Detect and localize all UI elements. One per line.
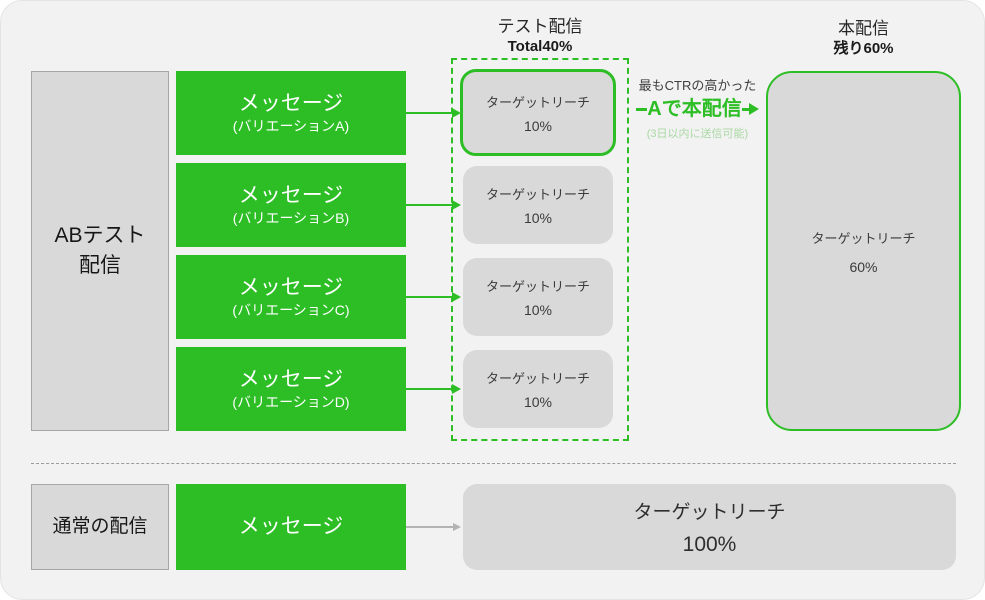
arrow-variation-d-icon — [406, 384, 461, 394]
message-variant: (バリエーションD) — [232, 394, 350, 411]
message-box-variation-d: メッセージ (バリエーションD) — [176, 347, 406, 431]
ctr-annotation-line2: Aで本配信 — [647, 98, 742, 120]
normal-target-reach-box: ターゲットリーチ 100% — [463, 484, 956, 570]
target-reach-box-d: ターゲットリーチ 10% — [463, 350, 613, 428]
main-delivery-remaining: 残り60% — [833, 40, 894, 58]
arrow-variation-b-icon — [406, 200, 461, 210]
test-delivery-total: Total40% — [507, 38, 573, 56]
ctr-annotation-line1: 最もCTRの高かった — [638, 78, 757, 93]
target-reach-label: ターゲットリーチ — [633, 502, 786, 523]
target-reach-value: 10% — [523, 302, 553, 318]
message-title: メッセージ — [238, 275, 344, 299]
message-variant: (バリエーションB) — [232, 210, 350, 227]
arrow-variation-c-icon — [406, 292, 461, 302]
target-reach-value: 10% — [523, 210, 553, 226]
message-variant: (バリエーションC) — [232, 302, 350, 319]
test-delivery-title: テスト配信 — [497, 17, 583, 36]
normal-message-box: メッセージ — [176, 484, 406, 570]
main-delivery-title: 本配信 — [838, 19, 889, 38]
message-variant: (バリエーションA) — [232, 118, 350, 135]
message-box-variation-c: メッセージ (バリエーションC) — [176, 255, 406, 339]
ctr-annotation: 最もCTRの高かった Aで本配信 (3日以内に送信可能) — [627, 75, 768, 141]
message-title: メッセージ — [238, 514, 344, 538]
ab-test-source-label: ABテスト 配信 — [54, 221, 145, 282]
message-title: メッセージ — [238, 183, 344, 207]
target-reach-label: ターゲットリーチ — [485, 279, 590, 294]
main-delivery-header: 本配信 残り60% — [766, 19, 961, 59]
target-reach-box-b: ターゲットリーチ 10% — [463, 166, 613, 244]
ab-test-source-line2: 配信 — [78, 254, 121, 277]
ctr-annotation-line3: (3日以内に送信可能) — [646, 128, 749, 140]
ab-test-source-box: ABテスト 配信 — [31, 71, 169, 431]
target-reach-label: ターゲットリーチ — [811, 230, 916, 246]
target-reach-label: ターゲットリーチ — [485, 371, 590, 386]
arrow-tail-icon — [741, 107, 749, 111]
main-delivery-target-box: ターゲットリーチ 60% — [766, 71, 961, 431]
arrow-dash-icon — [636, 107, 648, 111]
normal-delivery-source-box: 通常の配信 — [31, 484, 169, 570]
arrow-variation-a-icon — [406, 108, 461, 118]
section-separator — [31, 463, 956, 464]
message-title: メッセージ — [238, 367, 344, 391]
target-reach-value: 10% — [523, 394, 553, 410]
ab-test-source-line1: ABテスト — [54, 223, 146, 247]
arrow-head-icon — [748, 103, 759, 115]
target-reach-label: ターゲットリーチ — [485, 94, 590, 110]
target-reach-box-c: ターゲットリーチ 10% — [463, 258, 613, 336]
normal-delivery-source-label: 通常の配信 — [52, 516, 148, 538]
message-title: メッセージ — [238, 91, 344, 115]
target-reach-box-a: ターゲットリーチ 10% — [460, 69, 616, 156]
ctr-annotation-arrow: Aで本配信 — [627, 97, 768, 121]
test-delivery-header: テスト配信 Total40% — [451, 17, 629, 57]
target-reach-value: 100% — [682, 533, 737, 556]
message-box-variation-a: メッセージ (バリエーションA) — [176, 71, 406, 155]
arrow-normal-icon — [406, 523, 461, 531]
target-reach-value: 10% — [523, 117, 553, 134]
test-delivery-frame — [451, 58, 629, 441]
target-reach-value: 60% — [849, 258, 878, 275]
target-reach-label: ターゲットリーチ — [485, 187, 590, 202]
message-box-variation-b: メッセージ (バリエーションB) — [176, 163, 406, 247]
